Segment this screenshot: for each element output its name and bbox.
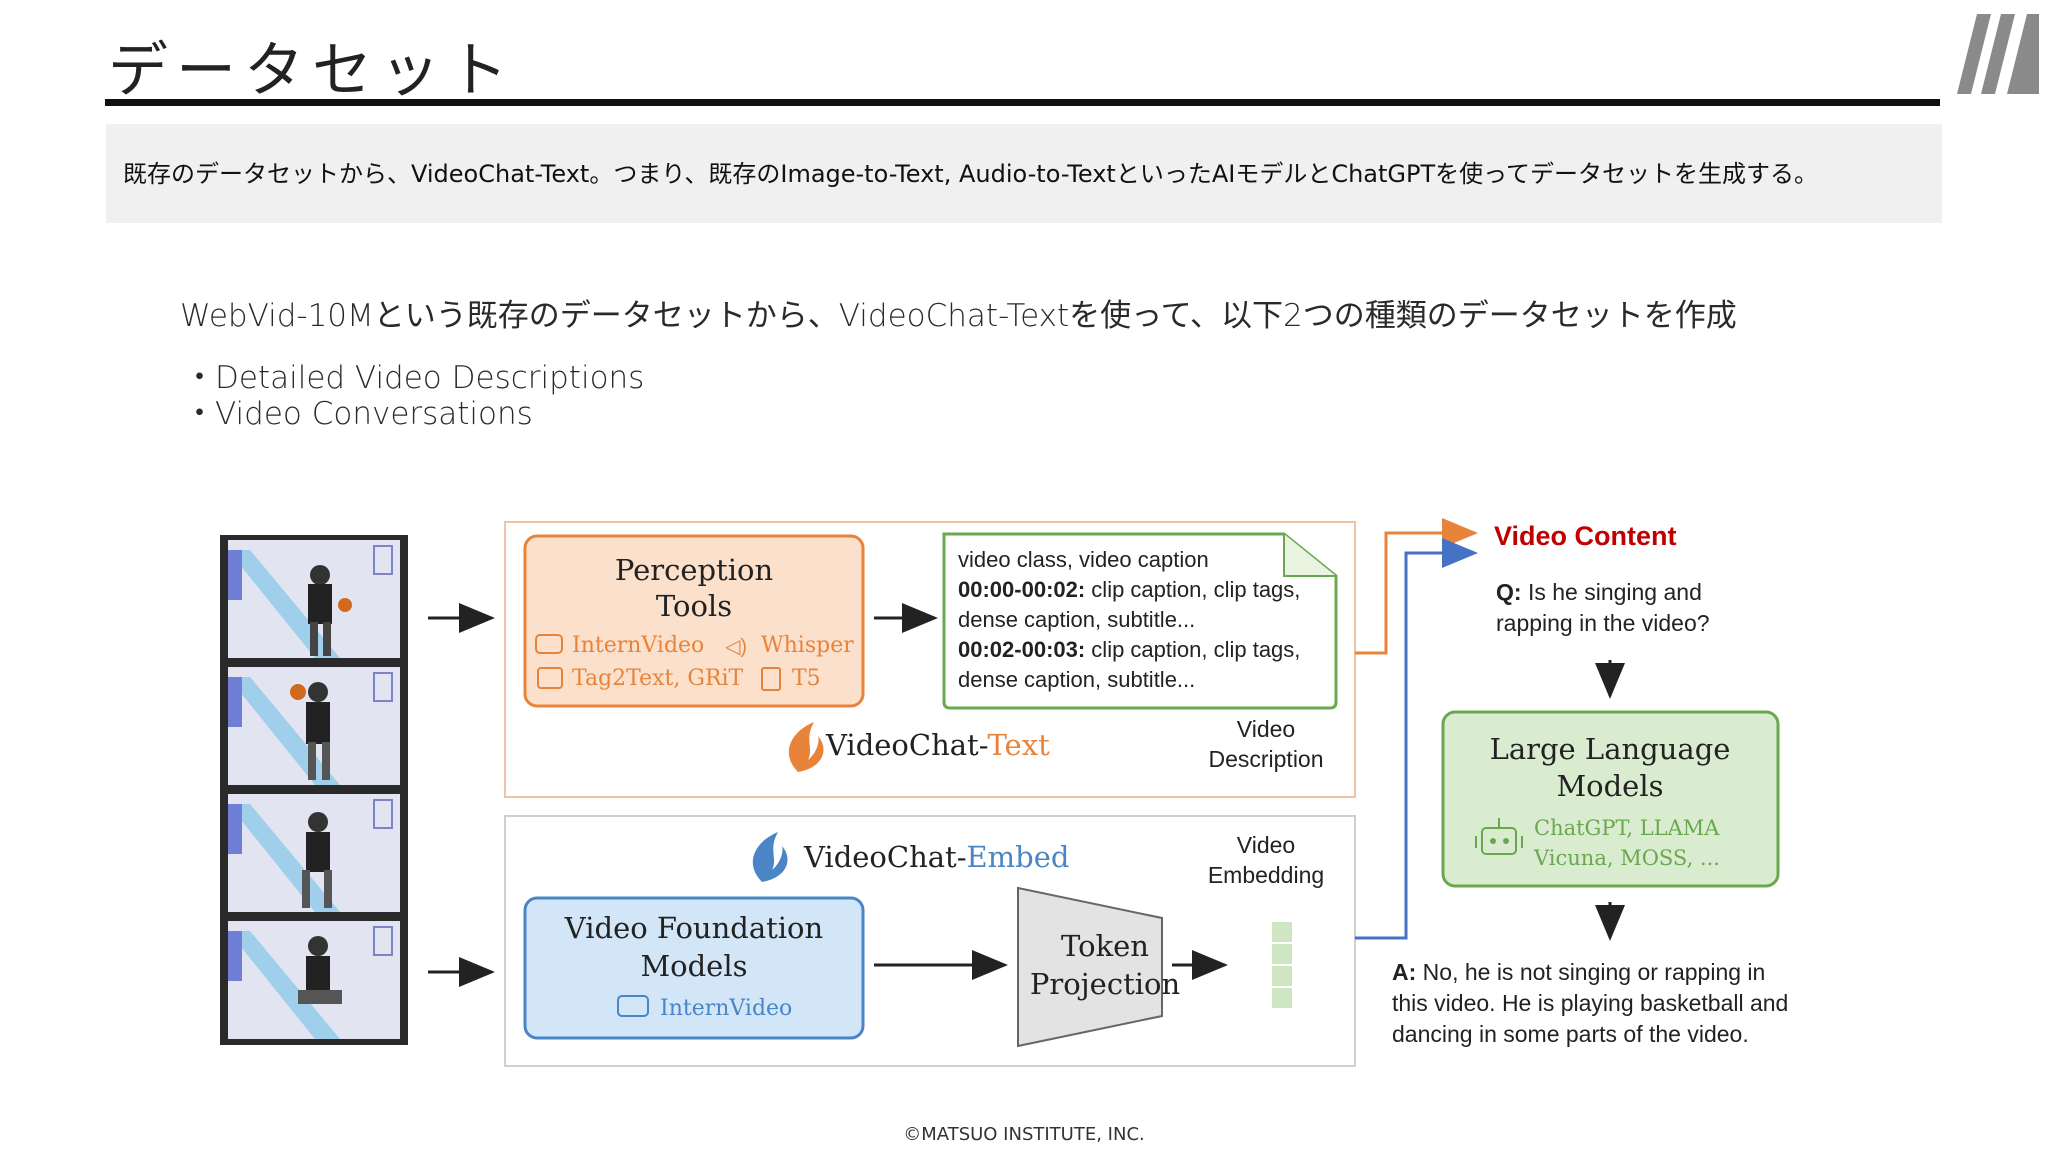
video-description-label: Description [1208, 746, 1323, 772]
brand-prefix: VideoChat- [825, 728, 988, 762]
answer-line: this video. He is playing basketball and [1392, 990, 1788, 1016]
video-embedding-label: Video [1237, 832, 1295, 858]
footer-copyright: ©MATSUO INSTITUTE, INC. [903, 1124, 1145, 1145]
note-line: 00:00-00:02: clip caption, clip tags, [958, 577, 1300, 602]
robot-icon [1475, 818, 1523, 855]
note-time: 00:00-00:02: [958, 577, 1085, 602]
token-projection-title: Projection [1030, 967, 1180, 1001]
foundation-tool: InternVideo [660, 996, 792, 1021]
bullet-item: Detailed Video Descriptions [184, 360, 644, 396]
foundation-title: Video Foundation [564, 911, 823, 945]
video-play-icon [617, 995, 649, 1017]
brand-suffix: Text [987, 728, 1050, 762]
text-connector-line [1355, 518, 1478, 655]
image-icon [537, 667, 563, 689]
video-frame [228, 794, 400, 912]
llm-models: Vicuna, MOSS, ... [1533, 846, 1720, 870]
llm-title: Models [1556, 769, 1663, 803]
summary-text: 既存のデータセットから、VideoChat-Text。つまり、既存のImage-… [123, 160, 1818, 188]
note-line: video class, video caption [958, 547, 1209, 572]
bullet-list: Detailed Video Descriptions Video Conver… [184, 360, 644, 432]
brand-suffix: Embed [967, 840, 1070, 874]
llm-title: Large Language [1490, 732, 1731, 766]
answer-text: No, he is not singing or rapping in [1416, 959, 1765, 985]
videochat-flame-icon [788, 722, 824, 772]
speaker-icon: ◁) [724, 636, 747, 658]
question-line: Q: Is he singing and [1496, 579, 1702, 605]
videochat-flame-icon [752, 832, 788, 882]
svg-text:VideoChat-Text: VideoChat-Text [825, 728, 1050, 762]
question-label: Q: [1496, 579, 1522, 605]
video-foundation-models-box: Video Foundation Models InternVideo [523, 896, 865, 1040]
description-note: video class, video caption 00:00-00:02: … [942, 532, 1338, 710]
note-line: dense caption, subtitle... [958, 667, 1195, 692]
note-line: 00:02-00:03: clip caption, clip tags, [958, 637, 1300, 662]
summary-box: 既存のデータセットから、VideoChat-Text。つまり、既存のImage-… [106, 124, 1942, 223]
note-text: clip caption, clip tags, [1085, 577, 1300, 602]
matsuo-logo [1957, 14, 2039, 94]
token-projection-title: Token [1061, 929, 1149, 963]
tool-label: T5 [792, 666, 821, 691]
title-underline [105, 99, 1940, 106]
answer-line: dancing in some parts of the video. [1392, 1021, 1749, 1047]
videochat-embed-label: VideoChat-Embed [752, 832, 1069, 882]
question-line: rapping in the video? [1496, 610, 1710, 636]
video-content-title: Video Content [1494, 521, 1677, 551]
videochat-text-label: VideoChat-Text [788, 722, 1050, 772]
answer-label: A: [1392, 959, 1416, 985]
tool-label: Tag2Text, GRiT [572, 666, 744, 691]
video-embedding-label: Embedding [1208, 862, 1324, 888]
video-frame [228, 921, 400, 1039]
video-description-label: Video [1237, 716, 1295, 742]
videochat-architecture-figure: Perception Tools InternVideo ◁) Whisper … [220, 518, 1788, 1067]
note-text: clip caption, clip tags, [1085, 637, 1300, 662]
llm-box: Large Language Models ChatGPT, LLAMA Vic… [1441, 710, 1780, 888]
lead-text: WebVid-10Mという既存のデータセットから、VideoChat-Textを… [180, 298, 1737, 334]
tool-label: InternVideo [572, 633, 704, 658]
video-frame [228, 667, 400, 785]
embedding-tokens [1272, 922, 1292, 1008]
question-text: Is he singing and [1522, 579, 1702, 605]
perception-tools-title: Perception [615, 553, 773, 587]
bullet-item: Video Conversations [184, 396, 644, 432]
document-icon [761, 667, 781, 691]
note-line: dense caption, subtitle... [958, 607, 1195, 632]
answer-line: A: No, he is not singing or rapping in [1392, 959, 1765, 985]
llm-models: ChatGPT, LLAMA [1534, 816, 1720, 840]
brand-prefix: VideoChat- [803, 840, 967, 874]
token-projection-block: Token Projection [1017, 886, 1180, 1048]
svg-text:VideoChat-Embed: VideoChat-Embed [803, 840, 1069, 874]
slide-title: データセット [108, 36, 516, 106]
perception-tools-title: Tools [656, 589, 732, 623]
embed-connector-line [1355, 538, 1478, 940]
note-time: 00:02-00:03: [958, 637, 1085, 662]
foundation-title: Models [640, 949, 747, 983]
video-frames-strip [220, 535, 408, 1045]
perception-tools-box: Perception Tools InternVideo ◁) Whisper … [523, 534, 865, 708]
video-frame [228, 540, 400, 658]
video-play-icon [535, 634, 563, 654]
tool-label: Whisper [761, 633, 854, 658]
